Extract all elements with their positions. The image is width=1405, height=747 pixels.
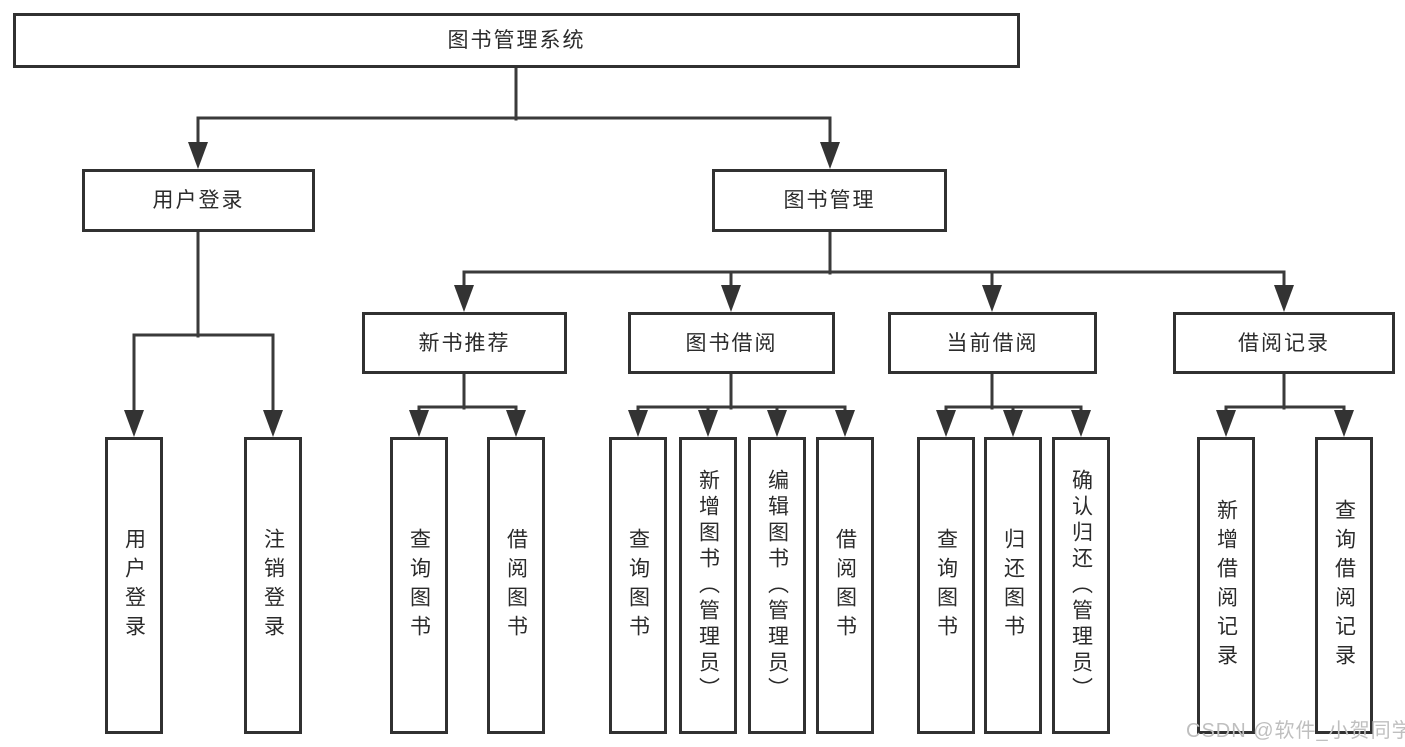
leaf-current-return-books: 归还图书 [984,437,1042,734]
node-borrow-records: 借阅记录 [1173,312,1395,374]
leaf-borrow-borrow-books: 借阅图书 [816,437,874,734]
csdn-watermark: CSDN @软件_小贺同学 [1186,720,1405,742]
leaf-current-query-books: 查询图书 [917,437,975,734]
leaf-borrow-add-books-admin: 新增图书（管理员） [679,437,737,734]
node-book-borrow: 图书借阅 [628,312,835,374]
node-new-book-recommend: 新书推荐 [362,312,567,374]
leaf-recommend-query-books: 查询图书 [390,437,448,734]
node-current-borrow: 当前借阅 [888,312,1097,374]
leaf-logout: 注销登录 [244,437,302,734]
node-user-login: 用户登录 [82,169,315,232]
leaf-borrow-query-books: 查询图书 [609,437,667,734]
node-root: 图书管理系统 [13,13,1020,68]
leaf-records-query-record: 查询借阅记录 [1315,437,1373,734]
leaf-user-login: 用户登录 [105,437,163,734]
node-book-management: 图书管理 [712,169,947,232]
leaf-recommend-borrow-books: 借阅图书 [487,437,545,734]
leaf-records-add-record: 新增借阅记录 [1197,437,1255,734]
leaf-current-confirm-return-admin: 确认归还（管理员） [1052,437,1110,734]
leaf-borrow-edit-books-admin: 编辑图书（管理员） [748,437,806,734]
